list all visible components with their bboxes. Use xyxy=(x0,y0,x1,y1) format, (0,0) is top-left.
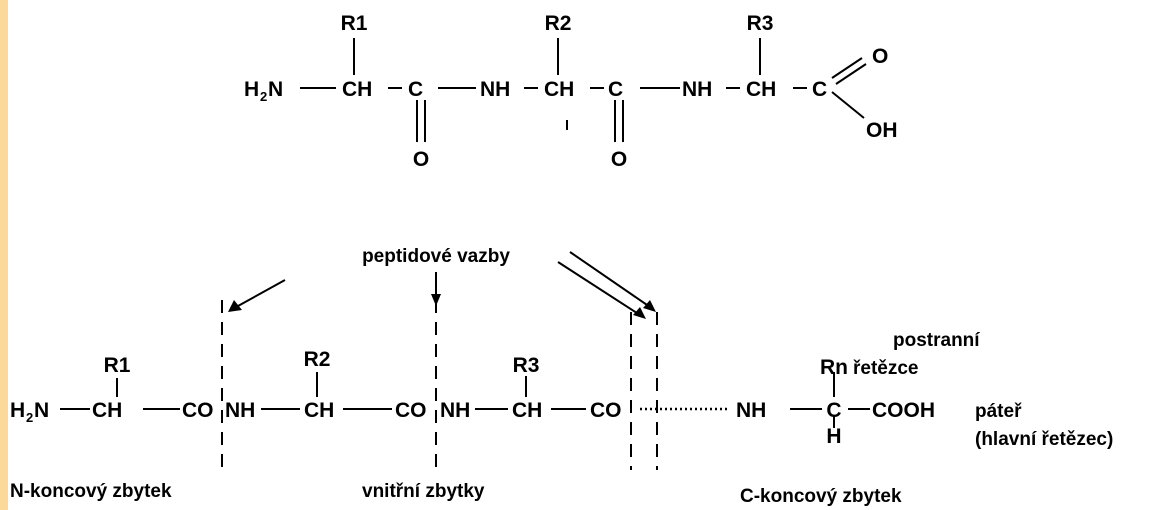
peptide-bond-dividers xyxy=(221,300,658,470)
accent-bar xyxy=(0,0,8,510)
top-carbonyl-oxygen: O xyxy=(611,148,627,171)
backbone-label-line1: páteř xyxy=(975,401,1022,422)
bottom-group: CH xyxy=(512,399,542,422)
top-group: CH xyxy=(544,78,574,101)
bottom-group: NH xyxy=(440,399,470,422)
peptide-bonds-label: peptidové vazby xyxy=(362,246,510,267)
top-group: CH xyxy=(342,78,372,101)
n-terminal-residue-label: N-koncový zbytek xyxy=(10,481,172,502)
top-side-chain-label: R3 xyxy=(747,12,774,35)
bottom-amino-n: N xyxy=(34,399,49,422)
bottom-group: CO xyxy=(182,399,214,422)
top-amino-n: N xyxy=(268,78,283,101)
top-group: NH xyxy=(480,78,510,101)
side-chains-label-line1: postranní xyxy=(893,330,980,351)
top-carbonyl-oxygen: O xyxy=(872,45,888,68)
bottom-group: C xyxy=(826,399,841,422)
bottom-amino-h: H xyxy=(10,399,25,422)
side-chains-label-line2: řetězce xyxy=(853,358,919,379)
bottom-group: NH xyxy=(736,399,766,422)
bottom-side-chain-label: Rn xyxy=(820,356,848,379)
top-amino-h: H xyxy=(244,78,259,101)
bottom-side-chain-label: R3 xyxy=(513,354,540,377)
top-group: NH xyxy=(682,78,712,101)
bottom-group: CO xyxy=(395,399,427,422)
c-terminal-residue-label: C-koncový zbytek xyxy=(740,486,902,507)
top-amino-subscript: 2 xyxy=(260,89,267,104)
top-side-chain-label: R1 xyxy=(341,12,368,35)
top-carbonyl-oxygen: O xyxy=(413,148,429,171)
arrowheads xyxy=(228,294,656,319)
top-group: C xyxy=(608,78,623,101)
top-side-chain-label: R2 xyxy=(545,12,572,35)
bottom-group: CH xyxy=(92,399,122,422)
bottom-group: COOH xyxy=(872,399,935,422)
bottom-group: NH xyxy=(225,399,255,422)
internal-residues-label: vnitřní zbytky xyxy=(362,481,485,502)
bottom-side-chain-label: R2 xyxy=(304,348,331,371)
top-group: CH xyxy=(746,78,776,101)
bottom-group: H xyxy=(826,425,841,448)
top-group: C xyxy=(812,78,827,101)
bottom-side-chain-label: R1 xyxy=(104,354,131,377)
backbone-label-line2: (hlavní řetězec) xyxy=(975,429,1113,450)
diagram-bonds xyxy=(60,38,870,428)
bottom-group: CO xyxy=(590,399,622,422)
bottom-amino-subscript: 2 xyxy=(26,410,33,425)
top-group: C xyxy=(408,78,423,101)
bottom-group: CH xyxy=(304,399,334,422)
top-hydroxyl: OH xyxy=(866,119,898,142)
